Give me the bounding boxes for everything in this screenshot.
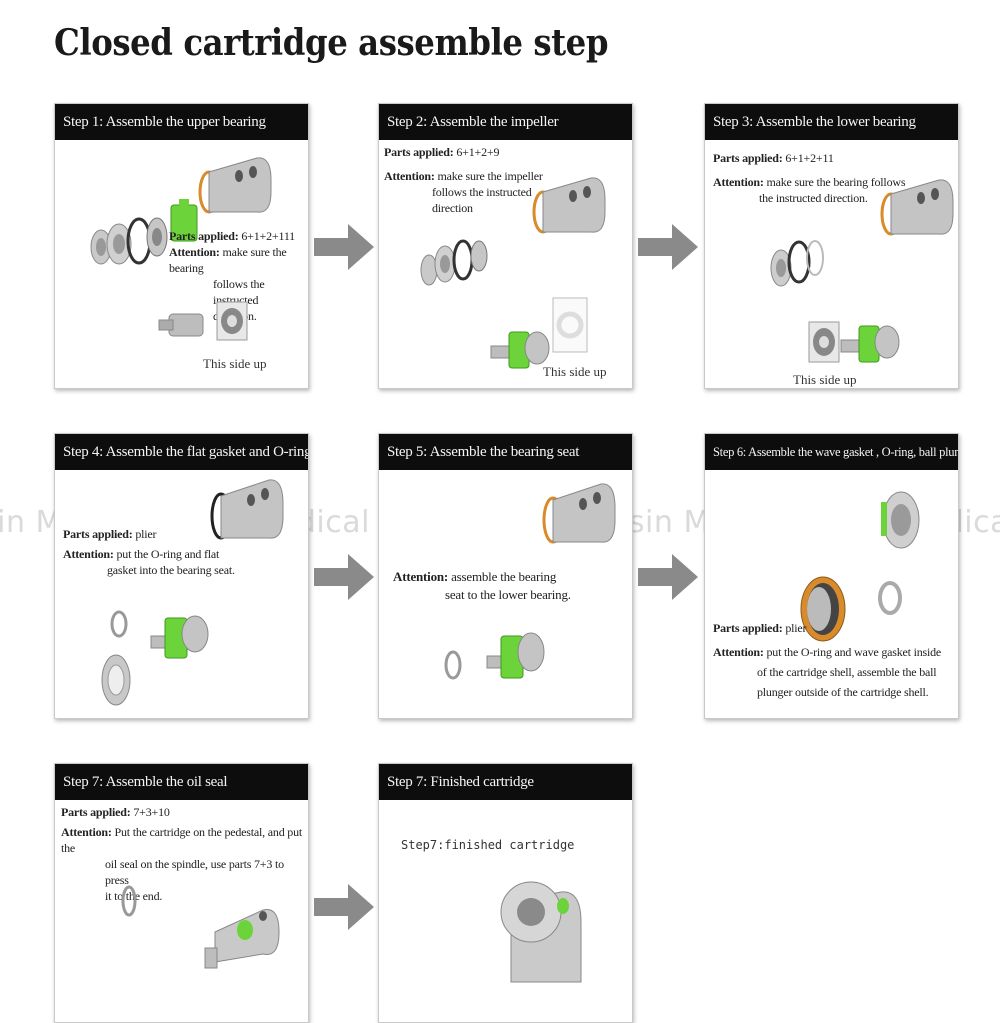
bearing-housing-icon	[198, 157, 272, 214]
exploded-bearing-parts-icon	[770, 240, 824, 287]
step-8-card: Step 7: Finished cartridge Step7:finishe…	[378, 763, 633, 1023]
flat-gasket-icon	[444, 650, 462, 680]
exploded-bearing-parts-icon	[420, 239, 488, 286]
oil-seal-icon	[121, 885, 137, 917]
step-2-header: Step 2: Assemble the impeller	[379, 104, 632, 140]
bearing-housing-icon	[210, 479, 284, 540]
step-5-card: Step 5: Assemble the bearing seat Attent…	[378, 433, 633, 719]
step-3-header: Step 3: Assemble the lower bearing	[705, 104, 958, 140]
o-ring-icon	[101, 654, 131, 706]
finished-cartridge-label: Step7:finished cartridge	[401, 838, 575, 852]
step-7-header: Step 7: Assemble the oil seal	[55, 764, 308, 800]
step-4-header: Step 4: Assemble the flat gasket and O-r…	[55, 434, 308, 470]
bearing-housing-icon	[542, 483, 616, 544]
step-6-card: Step 6: Assemble the wave gasket , O-rin…	[704, 433, 959, 719]
step-8-header: Step 7: Finished cartridge	[379, 764, 632, 800]
arrow-right-icon	[314, 884, 374, 930]
exploded-bearing-parts-icon	[90, 199, 198, 265]
step-3-card: Step 3: Assemble the lower bearing Parts…	[704, 103, 959, 389]
bearing-icon	[808, 321, 840, 363]
bearing-seat-icon	[150, 615, 209, 659]
step-4-card: Step 4: Assemble the flat gasket and O-r…	[54, 433, 309, 719]
bearing-housing-icon	[880, 179, 954, 236]
bearing-icon	[216, 301, 248, 341]
bearing-housing-icon	[532, 177, 606, 234]
step-7-card: Step 7: Assemble the oil seal Parts appl…	[54, 763, 309, 1023]
step-6-header: Step 6: Assemble the wave gasket , O-rin…	[705, 434, 958, 470]
wave-gasket-icon	[878, 581, 902, 615]
step-1-header: Step 1: Assemble the upper bearing	[55, 104, 308, 140]
step-5-header: Step 5: Assemble the bearing seat	[379, 434, 632, 470]
arrow-right-icon	[638, 554, 698, 600]
arrow-right-icon	[638, 224, 698, 270]
finished-cartridge-icon	[500, 881, 582, 983]
ball-plunger-icon	[881, 491, 920, 549]
cartridge-shell-icon	[800, 576, 846, 642]
step-1-card: Step 1: Assemble the upper bearing Parts…	[54, 103, 309, 389]
arrow-right-icon	[314, 224, 374, 270]
page-title: Closed cartridge assemble step	[54, 22, 609, 64]
cartridge-on-pedestal-icon	[204, 908, 280, 969]
flat-gasket-icon	[110, 610, 128, 638]
step-3-caption: This side up	[793, 372, 857, 387]
impeller-icon	[552, 297, 588, 353]
arrow-right-icon	[314, 554, 374, 600]
shaft-with-green-collar-icon	[840, 325, 900, 363]
step-2-caption: This side up	[543, 364, 607, 379]
shaft-with-green-collar-icon	[490, 331, 550, 369]
shaft-icon	[158, 313, 204, 337]
step-2-card: Step 2: Assemble the impeller Parts appl…	[378, 103, 633, 389]
step-1-caption: This side up	[203, 356, 267, 371]
bearing-seat-icon	[486, 632, 545, 679]
